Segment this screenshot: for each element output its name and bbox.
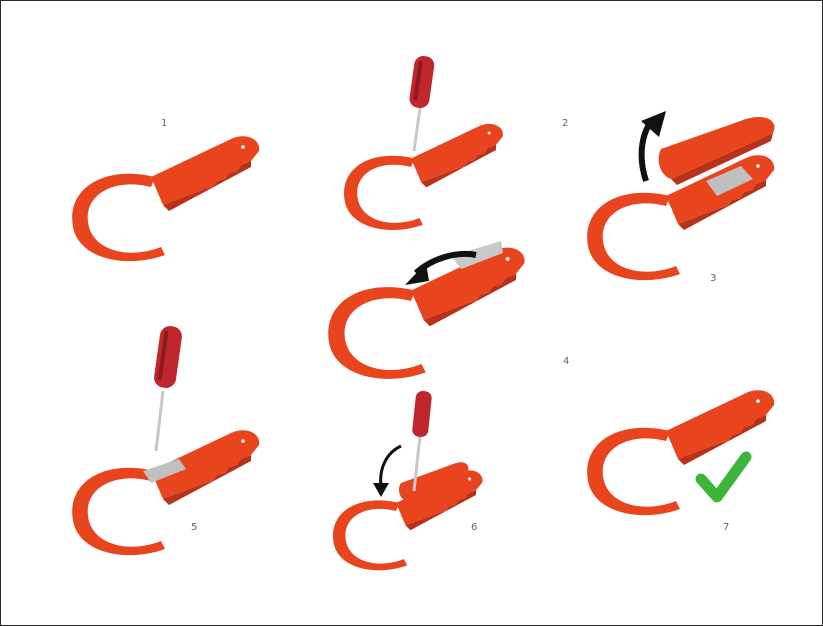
step-label-1: 1 bbox=[161, 118, 167, 129]
step-label-4: 4 bbox=[563, 356, 569, 367]
step1-cutter-illustration bbox=[72, 136, 259, 261]
step-label-6: 6 bbox=[471, 522, 477, 533]
step-label-5: 5 bbox=[191, 522, 197, 533]
step5-cutter-illustration bbox=[72, 430, 259, 555]
step7-check-mark-icon bbox=[701, 457, 746, 497]
step2-screwdriver-icon bbox=[408, 55, 435, 151]
step-label-2: 2 bbox=[562, 118, 568, 129]
step6-curved-arrow-icon bbox=[373, 446, 401, 497]
step-label-3: 3 bbox=[710, 273, 716, 284]
step-label-7: 7 bbox=[723, 522, 729, 533]
step2-cutter-illustration bbox=[344, 124, 503, 230]
step5-screwdriver-icon bbox=[153, 325, 183, 451]
